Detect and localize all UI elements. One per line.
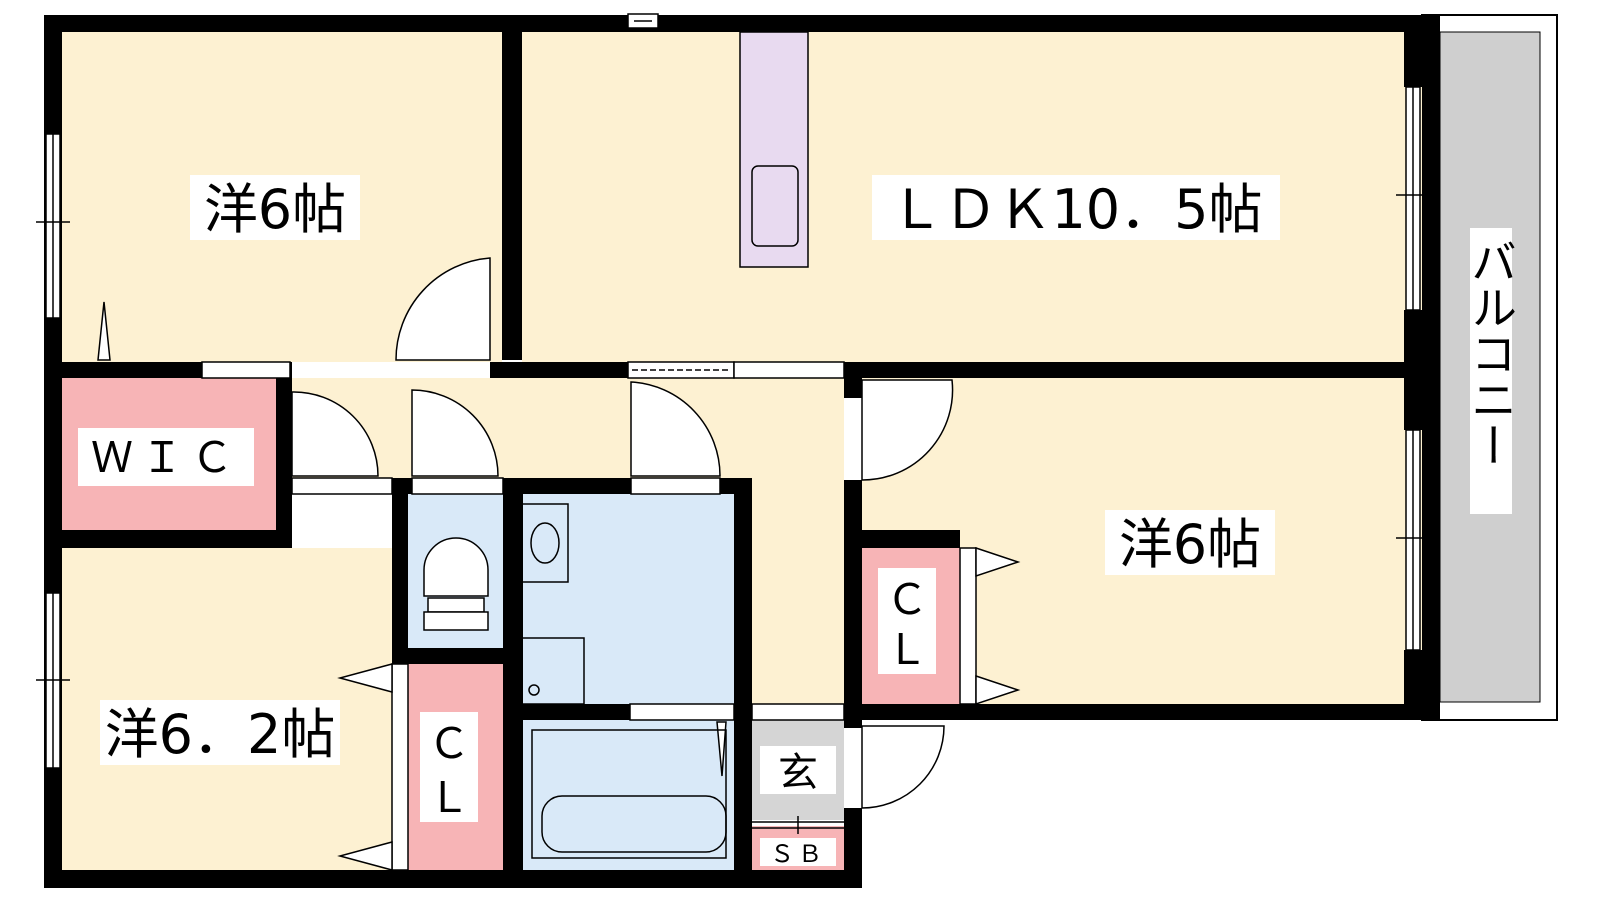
hallway (292, 378, 844, 478)
label-entrance: 玄 (778, 750, 818, 796)
label-backgrounds (78, 175, 1280, 866)
label-western-right: 洋6帖 (1119, 513, 1261, 576)
kitchen-counter (739, 31, 809, 268)
label-western-bottom-left: 洋6．2帖 (105, 703, 336, 766)
sliding-doors[interactable] (201, 361, 845, 721)
bathtub (531, 729, 727, 859)
windows (36, 13, 1430, 769)
balcony (1421, 14, 1558, 721)
door-swings[interactable] (97, 257, 954, 809)
label-closet-right-l: Ｌ (886, 625, 928, 674)
label-shoebox: ＳＢ (770, 840, 826, 868)
label-closet-right-c: Ｃ (886, 575, 928, 624)
label-wic: ＷＩＣ (91, 433, 241, 482)
label-western-top-left: 洋6帖 (204, 178, 346, 241)
toilet-fixture (423, 537, 489, 631)
closet-doors[interactable] (337, 546, 1021, 871)
hallway-lower (752, 478, 844, 706)
room-floors (62, 32, 1422, 870)
washroom-floor (522, 494, 734, 708)
label-ldk: ＬＤＫ10．5帖 (889, 178, 1262, 241)
entrance-detail (752, 816, 844, 834)
label-closet-bottom-l: Ｌ (428, 773, 470, 822)
bathroom-floor (522, 720, 734, 870)
label-balcony: バルコニー (1464, 238, 1518, 468)
washroom-fixtures (521, 503, 585, 705)
label-closet-bottom-c: Ｃ (428, 719, 470, 768)
